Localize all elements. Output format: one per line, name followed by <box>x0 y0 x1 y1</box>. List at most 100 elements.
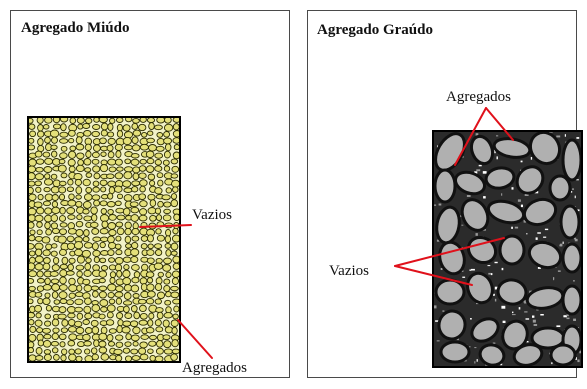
fine-grain <box>115 150 122 158</box>
fine-grain <box>100 353 110 361</box>
fine-grain <box>115 117 124 123</box>
fine-grain <box>114 256 124 265</box>
fine-grain <box>170 291 180 299</box>
coarse-aggregate-title: Agregado Graúdo <box>317 22 433 38</box>
fine-grain <box>141 263 149 272</box>
fine-grain <box>139 179 148 187</box>
coarse-void-speckle <box>475 133 479 136</box>
coarse-aggregates-leader-2 <box>485 107 514 141</box>
fine-grain <box>161 194 171 201</box>
fine-grain <box>148 122 155 131</box>
fine-grain <box>67 228 77 235</box>
fine-grain <box>108 328 117 334</box>
fine-grain <box>35 312 42 319</box>
fine-grain <box>99 257 107 264</box>
fine-grain <box>91 151 100 159</box>
fine-grain <box>43 333 52 340</box>
fine-grain <box>51 283 60 292</box>
coarse-void-speckle <box>512 311 514 314</box>
coarse-void-speckle <box>579 350 582 353</box>
fine-grain <box>52 117 61 124</box>
fine-grain <box>155 214 163 221</box>
fine-grain <box>115 354 123 362</box>
fine-grain <box>147 234 154 243</box>
fine-grain <box>58 158 66 165</box>
fine-grain <box>58 306 67 314</box>
coarse-void-speckle <box>474 361 476 364</box>
coarse-void-speckle <box>469 346 471 348</box>
coarse-stone <box>484 166 516 190</box>
fine-grain <box>132 326 141 335</box>
fine-grain <box>115 221 124 228</box>
fine-grain <box>59 180 67 187</box>
fine-grain <box>106 333 114 342</box>
fine-grain <box>99 299 109 307</box>
fine-grain <box>74 298 84 306</box>
coarse-void-speckle <box>469 269 472 271</box>
fine-grain <box>123 187 133 193</box>
fine-grain <box>92 124 101 130</box>
fine-grain <box>99 228 109 235</box>
fine-grain <box>84 297 92 305</box>
fine-grain <box>36 206 45 215</box>
fine-grain <box>82 123 91 129</box>
fine-grain <box>75 164 85 173</box>
fine-grain <box>114 172 124 180</box>
fine-grain <box>92 249 101 257</box>
coarse-void-speckle <box>435 320 439 322</box>
fine-grain <box>83 269 92 277</box>
fine-grain <box>146 277 154 284</box>
fine-grain <box>157 200 164 208</box>
fine-grain <box>125 117 133 123</box>
fine-grain <box>170 158 179 165</box>
fine-grain <box>91 353 99 361</box>
fine-grain <box>76 270 83 278</box>
fine-grain <box>59 152 68 159</box>
coarse-stone <box>561 138 582 182</box>
fine-grain <box>66 235 75 243</box>
fine-grain <box>92 290 99 298</box>
fine-grain <box>149 199 157 207</box>
coarse-void-speckle <box>471 268 475 271</box>
fine-grain <box>138 165 147 172</box>
fine-grain <box>139 200 148 208</box>
fine-grain <box>41 236 51 244</box>
fine-grain <box>66 242 76 251</box>
fine-grain <box>124 221 132 230</box>
fine-grain <box>68 284 78 292</box>
coarse-void-speckle <box>574 195 576 199</box>
fine-grain <box>163 208 171 215</box>
fine-aggregates-label: Agregados <box>182 360 247 376</box>
fine-grain <box>162 319 170 328</box>
fine-grain <box>76 284 83 292</box>
fine-grain <box>107 222 117 230</box>
fine-grain <box>123 144 133 151</box>
fine-grain <box>145 326 155 334</box>
fine-grain <box>28 278 35 284</box>
fine-grain <box>37 339 44 347</box>
fine-grain <box>139 117 147 123</box>
fine-grain <box>34 319 43 327</box>
fine-grain <box>52 123 62 130</box>
fine-grain <box>148 312 155 320</box>
fine-grain <box>115 207 125 214</box>
fine-grain <box>57 235 67 244</box>
coarse-void-speckle <box>476 302 479 305</box>
fine-grain <box>154 298 162 305</box>
fine-grain <box>130 305 138 313</box>
fine-grain <box>131 235 140 242</box>
fine-grain <box>116 270 123 278</box>
fine-grain <box>132 293 140 299</box>
fine-grain <box>44 221 51 230</box>
fine-grain <box>147 130 154 136</box>
coarse-stone <box>466 235 498 265</box>
coarse-voids-leader-2 <box>394 265 473 286</box>
fine-grain <box>91 213 98 222</box>
fine-grain <box>171 348 180 355</box>
fine-grain <box>85 257 92 264</box>
fine-grain <box>68 353 77 362</box>
coarse-void-speckle <box>532 315 535 318</box>
fine-grain <box>130 158 140 166</box>
coarse-void-speckle <box>544 228 549 231</box>
coarse-void-speckle <box>511 226 513 229</box>
